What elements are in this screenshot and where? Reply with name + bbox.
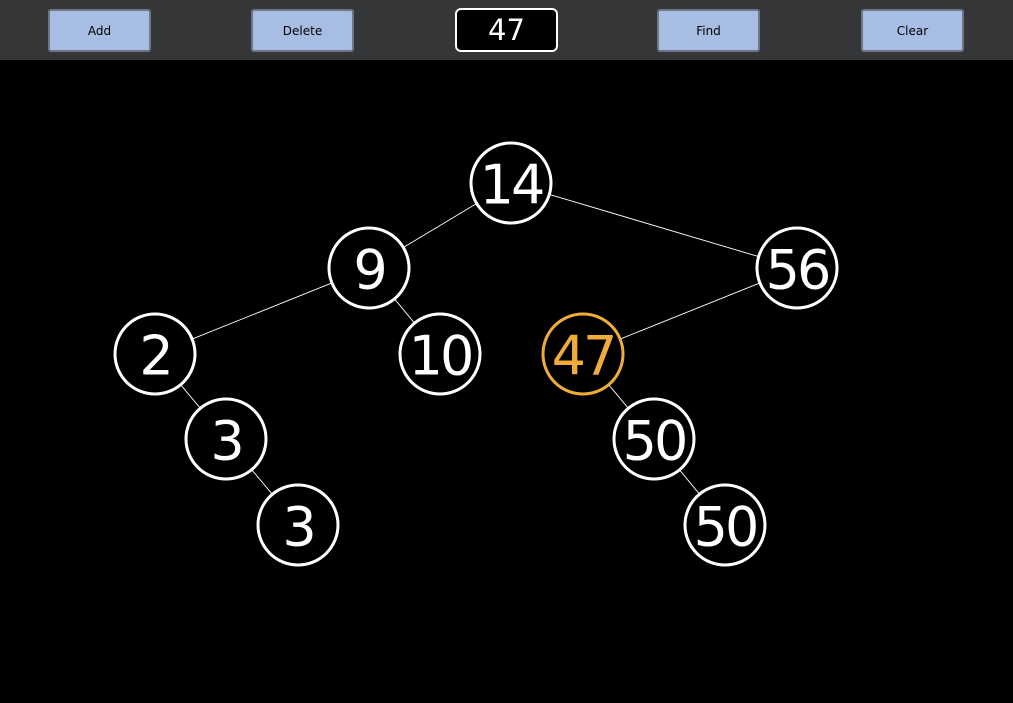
node-label: 9 [353,239,384,302]
tree-node[interactable]: 2 [113,312,197,396]
find-button[interactable]: Find [657,9,760,52]
node-circle [469,141,553,225]
node-label: 3 [210,410,241,473]
edge-n2-n3a [180,384,201,409]
toolbar: Add Delete Find Clear [0,0,1013,60]
tree-diagram: 14 9 56 2 10 47 3 50 3 50 [113,141,839,567]
add-button[interactable]: Add [48,9,151,52]
node-circle [755,226,839,310]
nodes-layer: 14 9 56 2 10 47 3 50 3 50 [113,141,839,567]
node-label: 50 [623,410,686,473]
edge-n9-n2 [191,282,333,340]
node-circle [113,312,197,396]
node-circle [398,312,482,396]
node-circle [612,397,696,481]
node-label: 47 [552,325,615,388]
edge-n14-n56 [549,193,759,258]
node-label: 50 [694,496,757,559]
edge-n50a-n50b [679,469,700,495]
tree-node[interactable]: 3 [256,483,340,567]
node-circle [256,483,340,567]
node-circle [683,483,767,567]
node-label: 56 [766,239,829,302]
tree-node[interactable]: 50 [683,483,767,567]
clear-button[interactable]: Clear [861,9,964,52]
node-label: 2 [139,325,170,388]
delete-button[interactable]: Delete [251,9,354,52]
tree-node[interactable]: 3 [184,397,268,481]
tree-node[interactable]: 9 [327,226,411,310]
tree-node[interactable]: 56 [755,226,839,310]
tree-node[interactable]: 50 [612,397,696,481]
edge-n9-n10 [394,298,415,324]
node-label: 3 [282,496,313,559]
tree-canvas: 14 9 56 2 10 47 3 50 3 50 [0,60,1013,703]
value-input[interactable] [455,8,558,52]
node-circle [184,397,268,481]
node-label: 10 [409,325,472,388]
edge-n14-n9 [403,203,477,248]
edge-n3a-n3b [251,469,273,495]
node-label: 14 [480,154,543,217]
tree-node-highlighted[interactable]: 47 [541,312,625,396]
edge-n56-n47 [619,282,761,340]
tree-node[interactable]: 14 [469,141,553,225]
edge-n47-n50a [608,384,629,409]
node-circle [327,226,411,310]
tree-node[interactable]: 10 [398,312,482,396]
node-circle [541,312,625,396]
edges-layer [180,193,761,495]
